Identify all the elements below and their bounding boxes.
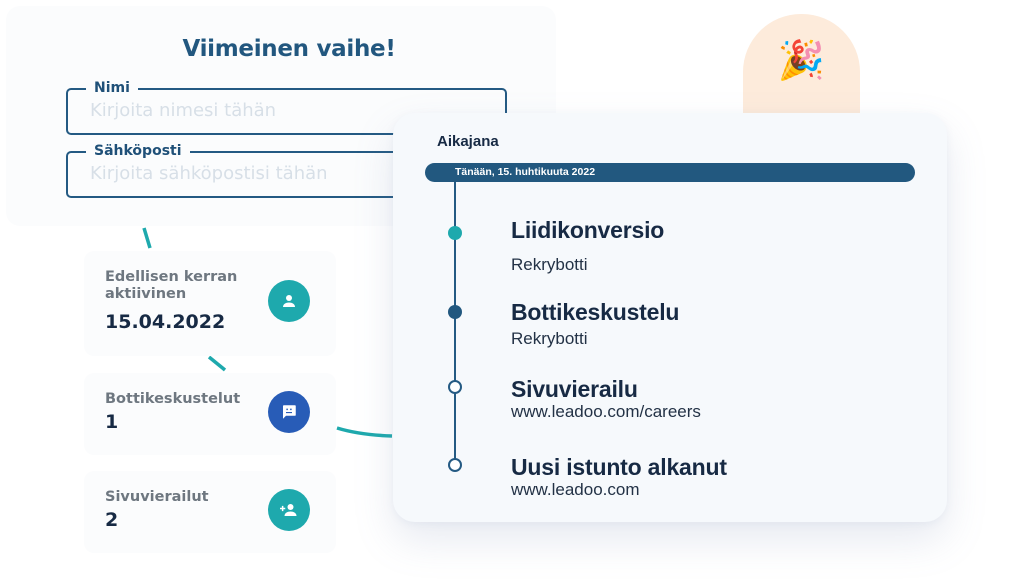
timeline-item-subtitle: www.leadoo.com/careers <box>511 402 701 421</box>
stat-label: Sivuvierailut <box>105 489 209 505</box>
stat-value: 15.04.2022 <box>105 311 226 333</box>
name-field-label: Nimi <box>86 79 138 97</box>
timeline-item-title: Bottikeskustelu <box>511 299 680 325</box>
timeline-date-bar: Tänään, 15. huhtikuuta 2022 <box>425 163 915 182</box>
timeline-item-title: Sivuvierailu <box>511 376 638 402</box>
timeline-card: Aikajana Tänään, 15. huhtikuuta 2022 Lii… <box>393 113 947 522</box>
timeline-dot-hollow-icon <box>448 380 462 394</box>
stat-card-page-visits: Sivuvierailut 2 <box>84 471 336 553</box>
chat-bot-icon <box>268 391 310 433</box>
timeline-line <box>454 182 456 465</box>
timeline-item: Bottikeskustelu Rekrybotti <box>511 299 679 349</box>
stat-label: Edellisen kerran aktiivinen <box>105 269 238 302</box>
timeline-item-subtitle: Rekrybotti <box>511 329 588 348</box>
stat-value: 1 <box>105 411 119 433</box>
timeline-item: Sivuvierailu www.leadoo.com/careers <box>511 376 701 422</box>
stat-card-bot-conversations: Bottikeskustelut 1 <box>84 373 336 455</box>
email-field-label: Sähköposti <box>86 142 190 160</box>
timeline-item-subtitle: Rekrybotti <box>511 255 588 274</box>
party-popper-icon: 🎉 <box>777 40 826 82</box>
stat-card-last-active: Edellisen kerran aktiivinen 15.04.2022 <box>84 251 336 356</box>
timeline-dot-teal-icon <box>448 226 462 240</box>
celebration-bubble: 🎉 <box>743 14 860 124</box>
person-icon <box>268 280 310 322</box>
timeline-item: Uusi istunto alkanut www.leadoo.com <box>511 454 727 500</box>
timeline-dot-hollow-icon <box>448 458 462 472</box>
timeline-item: Liidikonversio Rekrybotti <box>511 217 664 275</box>
timeline-item-title: Uusi istunto alkanut <box>511 454 727 480</box>
timeline-item-subtitle: www.leadoo.com <box>511 480 640 499</box>
person-add-icon <box>268 489 310 531</box>
timeline-dot-navy-icon <box>448 305 462 319</box>
timeline-title: Aikajana <box>437 133 499 150</box>
form-title: Viimeinen vaihe! <box>182 36 396 62</box>
name-input[interactable] <box>90 100 495 121</box>
name-field[interactable]: Nimi <box>66 79 507 135</box>
stat-label: Bottikeskustelut <box>105 391 241 407</box>
timeline-item-title: Liidikonversio <box>511 217 665 243</box>
stat-value: 2 <box>105 509 119 531</box>
